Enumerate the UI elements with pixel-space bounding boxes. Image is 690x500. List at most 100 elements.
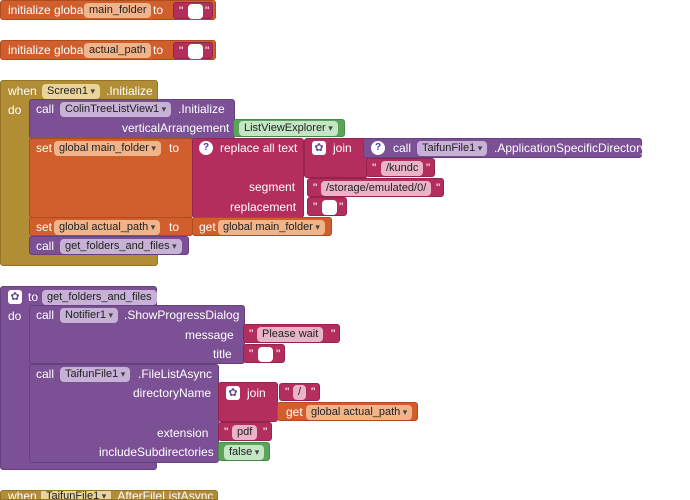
to-keyword: to — [153, 3, 164, 17]
to-keyword: to — [28, 290, 39, 304]
extension-label: extension — [157, 426, 209, 440]
event-name: .Initialize — [106, 84, 153, 98]
boolean-dropdown[interactable]: false — [224, 445, 265, 460]
procedure-name-field[interactable]: get_folders_and_files — [42, 290, 157, 305]
text-value[interactable] — [188, 4, 203, 19]
when-keyword: when — [8, 84, 37, 98]
kundc-text-block[interactable]: " /kundc " — [366, 158, 435, 177]
slash-text-block[interactable]: " / " — [279, 383, 320, 401]
segment-text-block[interactable]: " /storage/emulated/0/ " — [307, 178, 444, 197]
pdf-text-block[interactable]: " pdf " — [218, 422, 272, 441]
method-name: .FileListAsync — [138, 367, 213, 381]
call-keyword: call — [36, 308, 55, 322]
procedure-dropdown[interactable]: get_folders_and_files — [60, 239, 182, 254]
component-dropdown[interactable]: TaifunFile1 — [60, 367, 131, 382]
title-text-block[interactable]: " " — [243, 344, 285, 363]
close-quote: " — [205, 4, 210, 18]
text-value[interactable]: pdf — [232, 425, 258, 440]
please-wait-text-block[interactable]: " Please wait " — [243, 324, 340, 343]
replacement-text-block[interactable]: " " — [307, 197, 347, 216]
text-value[interactable]: / — [293, 385, 307, 400]
join-keyword: join — [333, 141, 352, 155]
get-keyword: get — [286, 405, 303, 419]
open-quote: " — [372, 161, 377, 175]
component-dropdown[interactable]: Screen1 — [42, 84, 101, 99]
call-keyword: call — [36, 102, 55, 116]
call-show-progress-block[interactable]: call Notifier1 .ShowProgressDialog messa… — [29, 305, 245, 364]
call-keyword: call — [36, 367, 55, 381]
when-after-file-list-async-block[interactable]: when TaifunFile1 .AfterFileListAsync — [0, 490, 218, 500]
get-actual-path-block[interactable]: get global actual_path — [277, 402, 418, 421]
text-value[interactable] — [322, 200, 337, 215]
param-label: verticalArrangement — [122, 121, 230, 135]
close-quote: " — [263, 425, 268, 439]
init-keyword: initialize global — [8, 3, 87, 17]
call-listview-initialize-block[interactable]: call ColinTreeListView1 .Initialize vert… — [29, 99, 235, 139]
join-block[interactable]: ✿ join — [304, 138, 368, 178]
method-name: .Initialize — [178, 102, 225, 116]
do-keyword: do — [8, 103, 22, 117]
component-dropdown[interactable]: ColinTreeListView1 — [60, 102, 172, 117]
text-value[interactable]: Please wait — [257, 327, 324, 342]
open-quote: " — [285, 385, 290, 399]
to-keyword: to — [169, 220, 180, 234]
component-dropdown[interactable]: ListViewExplorer — [239, 121, 338, 136]
set-actual-path-block[interactable]: set global actual_path to — [29, 217, 193, 236]
text-value[interactable]: /kundc — [381, 161, 424, 176]
text-value[interactable] — [258, 347, 273, 362]
set-main-folder-block[interactable]: set global main_folder to — [29, 138, 193, 218]
call-file-list-async-block[interactable]: call TaifunFile1 .FileListAsync director… — [29, 364, 219, 463]
component-dropdown[interactable]: TaifunFile1 — [417, 141, 488, 156]
init-actual-path-block[interactable]: initialize global actual_path to " " — [0, 40, 216, 60]
empty-text-block[interactable]: " " — [173, 42, 213, 59]
join-keyword: join — [247, 386, 266, 400]
var-dropdown[interactable]: global actual_path — [54, 220, 161, 235]
event-name: .AfterFileListAsync — [114, 490, 214, 500]
component-dropdown[interactable]: Notifier1 — [60, 308, 118, 323]
replace-all-keyword: replace all text — [220, 141, 298, 155]
replace-all-text-block[interactable]: ? replace all text segment replacement — [192, 138, 304, 218]
segment-label: segment — [249, 180, 296, 194]
var-name-field[interactable]: main_folder — [84, 3, 152, 18]
open-quote: " — [249, 347, 254, 361]
join-block[interactable]: ✿ join — [218, 382, 278, 422]
directory-label: directoryName — [133, 386, 212, 400]
var-dropdown[interactable]: global actual_path — [306, 405, 413, 420]
gear-icon[interactable]: ✿ — [8, 290, 22, 304]
get-main-folder-block[interactable]: get global main_folder — [192, 217, 332, 236]
empty-text-block[interactable]: " " — [173, 2, 213, 19]
replacement-label: replacement — [230, 200, 297, 214]
text-value[interactable] — [188, 44, 203, 59]
var-dropdown[interactable]: global main_folder — [54, 141, 161, 156]
open-quote: " — [224, 425, 229, 439]
help-icon[interactable]: ? — [371, 141, 385, 155]
list-view-explorer-block[interactable]: ListViewExplorer — [233, 119, 345, 137]
gear-icon[interactable]: ✿ — [226, 386, 240, 400]
open-quote: " — [179, 44, 184, 58]
close-quote: " — [276, 347, 281, 361]
gear-icon[interactable]: ✿ — [312, 141, 326, 155]
close-quote: " — [205, 44, 210, 58]
text-value[interactable]: /storage/emulated/0/ — [321, 181, 432, 196]
call-keyword: call — [393, 141, 412, 155]
set-keyword: set — [36, 141, 53, 155]
call-app-specific-dir-block[interactable]: ? call TaifunFile1 .ApplicationSpecificD… — [363, 138, 646, 158]
close-quote: " — [311, 385, 316, 399]
component-dropdown[interactable]: TaifunFile1 — [41, 491, 112, 499]
message-label: message — [185, 328, 234, 342]
init-main-folder-block[interactable]: initialize global main_folder to " " — [0, 0, 216, 20]
call-get-folders-block[interactable]: call get_folders_and_files — [29, 236, 189, 255]
var-dropdown[interactable]: global main_folder — [218, 220, 325, 235]
when-keyword: when — [8, 490, 37, 500]
get-keyword: get — [199, 220, 216, 234]
var-name-field[interactable]: actual_path — [84, 43, 151, 58]
help-icon[interactable]: ? — [199, 141, 213, 155]
call-keyword: call — [36, 239, 55, 253]
false-boolean-block[interactable]: false — [218, 442, 270, 461]
init-keyword: initialize global — [8, 43, 87, 57]
close-quote: " — [331, 327, 336, 341]
title-label: title — [213, 347, 232, 361]
method-name: .ShowProgressDialog — [124, 308, 240, 322]
open-quote: " — [313, 200, 318, 214]
include-subdirs-label: includeSubdirectories — [99, 445, 214, 459]
